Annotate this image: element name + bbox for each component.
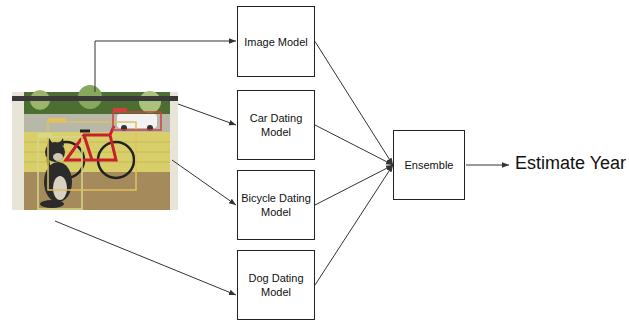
node-text: Bicycle Dating Model [238, 191, 314, 219]
input-arrow [178, 104, 236, 125]
edge-arrow [315, 165, 393, 285]
photo [12, 85, 178, 210]
model-box: Car Dating Model [237, 90, 315, 160]
model-box: Bicycle Dating Model [237, 170, 315, 240]
ensemble-box: Ensemble [393, 130, 465, 200]
input-arrow [172, 160, 236, 205]
edge-arrow [315, 42, 393, 166]
node-text: Dog Dating Model [238, 271, 314, 299]
output-label: Estimate Year [515, 153, 626, 174]
model-box: Image Model [237, 6, 315, 77]
edge-arrow [315, 125, 393, 165]
input-arrow [55, 221, 236, 295]
node-text: Ensemble [402, 158, 457, 172]
model-box: Dog Dating Model [237, 250, 315, 320]
output-arrow [466, 165, 509, 166]
node-text: Image Model [241, 35, 311, 49]
node-text: Car Dating Model [238, 111, 314, 139]
edge-arrow [315, 165, 393, 205]
input-arrow [95, 41, 236, 92]
